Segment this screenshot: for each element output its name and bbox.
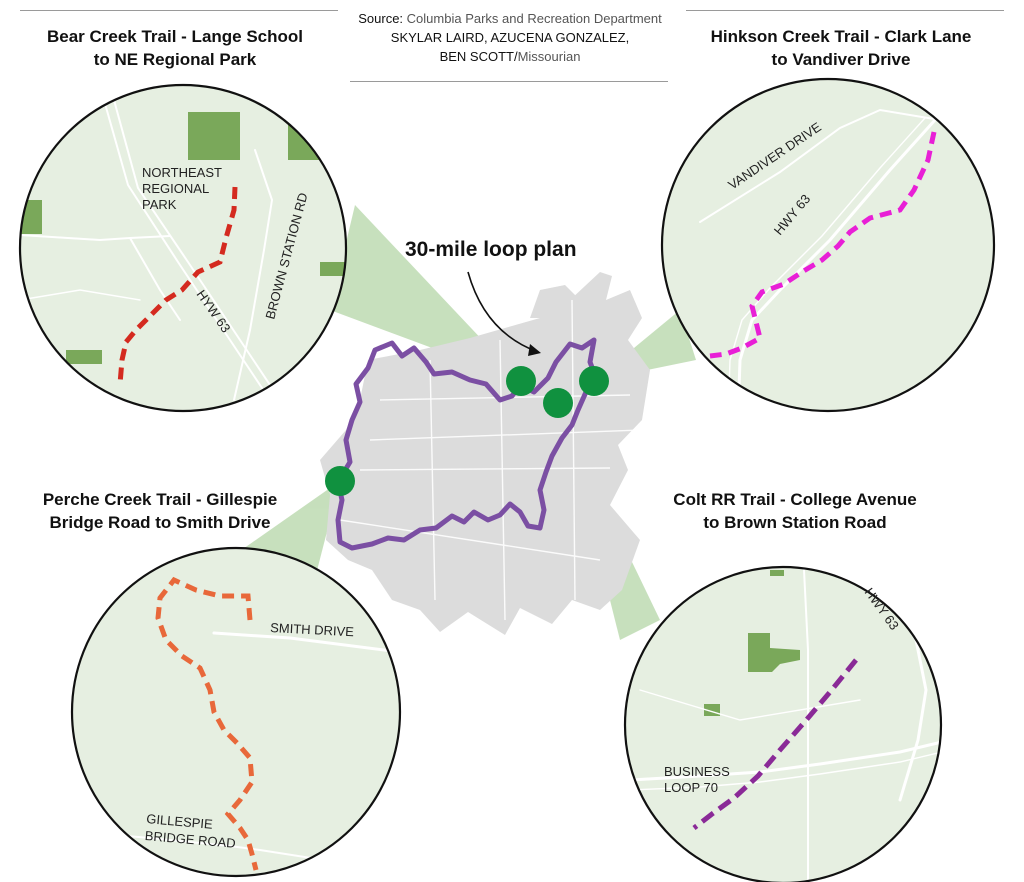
title-hinkson-creek-line1: Hinkson Creek Trail - Clark Lane bbox=[710, 27, 972, 46]
city-street bbox=[499, 339, 506, 621]
trail-path-perche-creek bbox=[155, 576, 259, 871]
marker-bear-creek bbox=[506, 366, 536, 396]
park-area bbox=[320, 262, 346, 276]
panel-colt-rr: HWY 63 BUSINESS LOOP 70 bbox=[623, 565, 943, 882]
callout-arrowhead bbox=[528, 344, 541, 356]
label-road-line1: BUSINESS bbox=[664, 764, 730, 779]
marker-hinkson-creek bbox=[579, 366, 609, 396]
panel-bear-creek: NORTHEAST REGIONAL PARK HYW 63 BROWN STA… bbox=[18, 83, 348, 413]
panel-hinkson-creek: VANDIVER DRIVE HWY 63 bbox=[660, 77, 996, 413]
city-street bbox=[571, 299, 576, 601]
label-park-line3: PARK bbox=[142, 197, 177, 212]
title-perche-creek: Perche Creek Trail - Gillespie Bridge Ro… bbox=[10, 488, 310, 534]
source-label: Source: bbox=[358, 11, 404, 26]
label-road: BUSINESS LOOP 70 bbox=[664, 764, 733, 795]
label-park-line2: REGIONAL bbox=[142, 181, 209, 196]
road bbox=[699, 108, 941, 223]
road bbox=[727, 117, 926, 411]
road bbox=[639, 689, 861, 721]
credit-block: Source: Columbia Parks and Recreation De… bbox=[340, 9, 680, 66]
marker-perche-creek bbox=[325, 466, 355, 496]
title-bear-creek: Bear Creek Trail - Lange School to NE Re… bbox=[20, 25, 330, 71]
road bbox=[628, 738, 941, 782]
park-area bbox=[188, 112, 240, 160]
top-rule-left bbox=[20, 10, 338, 11]
park-area bbox=[66, 350, 102, 364]
road bbox=[20, 289, 141, 301]
city-street bbox=[369, 429, 641, 441]
wedge-bear-creek bbox=[330, 205, 521, 381]
authors-text: BEN SCOTT/ bbox=[439, 49, 518, 64]
road bbox=[129, 237, 181, 321]
outlet-name: Missourian bbox=[517, 49, 581, 64]
title-bear-creek-line1: Bear Creek Trail - Lange School bbox=[46, 27, 304, 46]
label-park: NORTHEAST REGIONAL PARK bbox=[142, 165, 225, 212]
callout-arrow bbox=[467, 271, 539, 353]
panel-perche-creek: SMITH DRIVE GILLESPIE BRIDGE ROAD bbox=[70, 546, 402, 878]
title-perche-creek-line1: Perche Creek Trail - Gillespie bbox=[42, 490, 278, 509]
label-road-2-line1: GILLESPIE bbox=[146, 811, 214, 832]
city-area bbox=[320, 272, 650, 635]
title-colt-rr-line1: Colt RR Trail - College Avenue bbox=[673, 490, 917, 509]
trail-path-colt-rr bbox=[692, 658, 858, 830]
source-text: Columbia Parks and Recreation Department bbox=[406, 11, 662, 26]
title-perche-creek-line2: Bridge Road to Smith Drive bbox=[49, 513, 271, 532]
marker-colt-rr bbox=[543, 388, 573, 418]
title-hinkson-creek: Hinkson Creek Trail - Clark Lane to Vand… bbox=[676, 25, 1006, 71]
trail-path-hinkson-creek bbox=[709, 131, 937, 359]
park-area bbox=[288, 118, 346, 160]
road bbox=[212, 631, 400, 654]
road bbox=[233, 149, 274, 401]
loop-plan-callout: 30-mile loop plan bbox=[405, 238, 577, 261]
road bbox=[629, 749, 941, 791]
authors-line-1: SKYLAR LAIRD, AZUCENA GONZALEZ, bbox=[390, 30, 630, 45]
road bbox=[103, 99, 263, 389]
loop-markers bbox=[325, 366, 609, 496]
label-road-line2: LOOP 70 bbox=[664, 780, 718, 795]
title-bear-creek-line2: to NE Regional Park bbox=[93, 50, 257, 69]
city-street bbox=[429, 359, 436, 601]
source-line: Source: Columbia Parks and Recreation De… bbox=[340, 9, 680, 28]
label-road: SMITH DRIVE bbox=[270, 620, 355, 639]
credit-rule-bottom bbox=[350, 81, 668, 82]
title-colt-rr-line2: to Brown Station Road bbox=[703, 513, 887, 532]
road bbox=[20, 234, 171, 242]
park-area bbox=[748, 633, 800, 672]
city-street bbox=[359, 467, 611, 471]
city-street bbox=[339, 519, 601, 561]
trail-path-bear-creek bbox=[117, 186, 238, 385]
authors-line-2: BEN SCOTT/Missourian bbox=[340, 47, 680, 66]
label-park-line1: NORTHEAST bbox=[142, 165, 222, 180]
road bbox=[803, 569, 809, 881]
top-rule-right bbox=[686, 10, 1004, 11]
road bbox=[736, 118, 937, 411]
title-hinkson-creek-line2: to Vandiver Drive bbox=[771, 50, 911, 69]
city-footprint bbox=[320, 272, 650, 635]
loop-path bbox=[335, 337, 599, 551]
road bbox=[113, 99, 273, 389]
park-area bbox=[770, 570, 784, 576]
title-colt-rr: Colt RR Trail - College Avenue to Brown … bbox=[640, 488, 950, 534]
city-area-north bbox=[530, 285, 580, 318]
